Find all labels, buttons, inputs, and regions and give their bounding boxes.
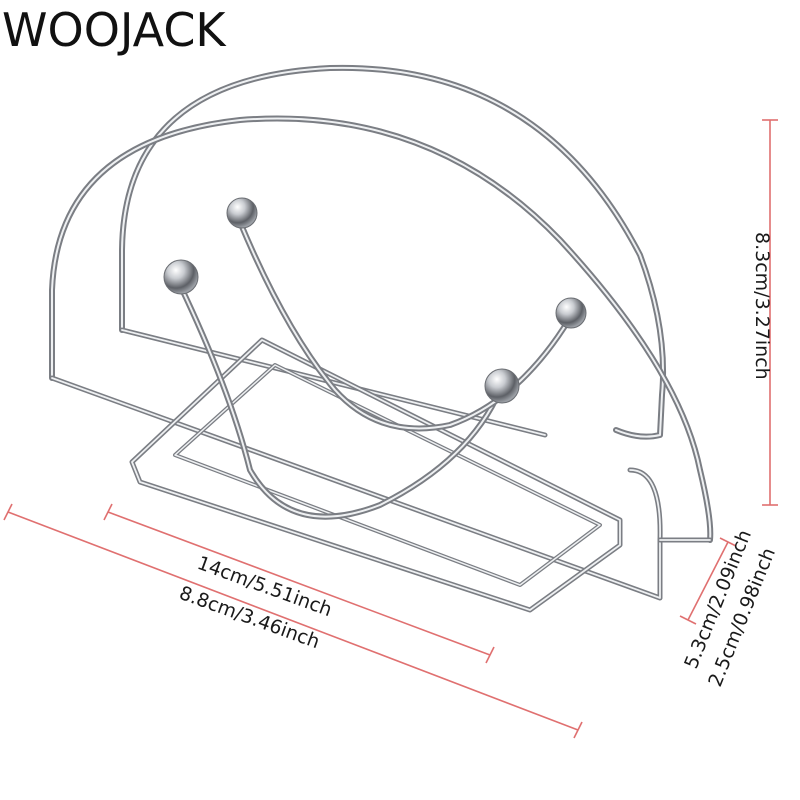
ball-tips xyxy=(163,197,587,404)
height-label: 8.3cm/3.27inch xyxy=(751,232,773,380)
front-arch xyxy=(49,115,714,601)
base-frame xyxy=(129,337,623,613)
brand-name: WOOJACK xyxy=(2,3,226,57)
wire-frame xyxy=(49,64,714,613)
dimension-lines xyxy=(3,119,778,739)
spring-wires xyxy=(177,219,573,520)
